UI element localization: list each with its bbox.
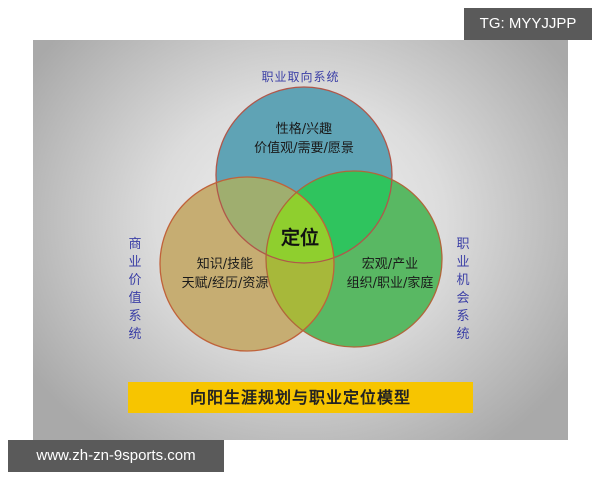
overlap-center xyxy=(266,177,334,263)
system-label-top: 职业取向系统 xyxy=(261,70,340,84)
diagram-slide: 职业取向系统 商业价值系统 职业机会系统 性格/兴趣 价值观/需要/愿景 知识/… xyxy=(33,40,568,440)
right-circle-text: 宏观/产业 组织/职业/家庭 xyxy=(325,255,455,293)
left-circle-text: 知识/技能 天赋/经历/资源 xyxy=(160,255,290,293)
left-line-1: 知识/技能 xyxy=(196,257,254,272)
center-label: 定位 xyxy=(281,227,320,249)
top-line-2: 价值观/需要/愿景 xyxy=(254,141,354,156)
tg-watermark: TG: MYYJJPP xyxy=(464,8,592,40)
system-label-left: 商业价值系统 xyxy=(128,237,142,342)
title-banner: 向阳生涯规划与职业定位模型 xyxy=(128,382,473,413)
top-circle-text: 性格/兴趣 价值观/需要/愿景 xyxy=(229,120,379,158)
venn-diagram xyxy=(159,86,443,352)
top-line-1: 性格/兴趣 xyxy=(275,122,333,137)
left-line-2: 天赋/经历/资源 xyxy=(181,276,269,291)
right-line-2: 组织/职业/家庭 xyxy=(346,276,434,291)
right-line-1: 宏观/产业 xyxy=(361,257,419,272)
system-label-right: 职业机会系统 xyxy=(456,237,470,342)
url-watermark: www.zh-zn-9sports.com xyxy=(8,440,224,472)
